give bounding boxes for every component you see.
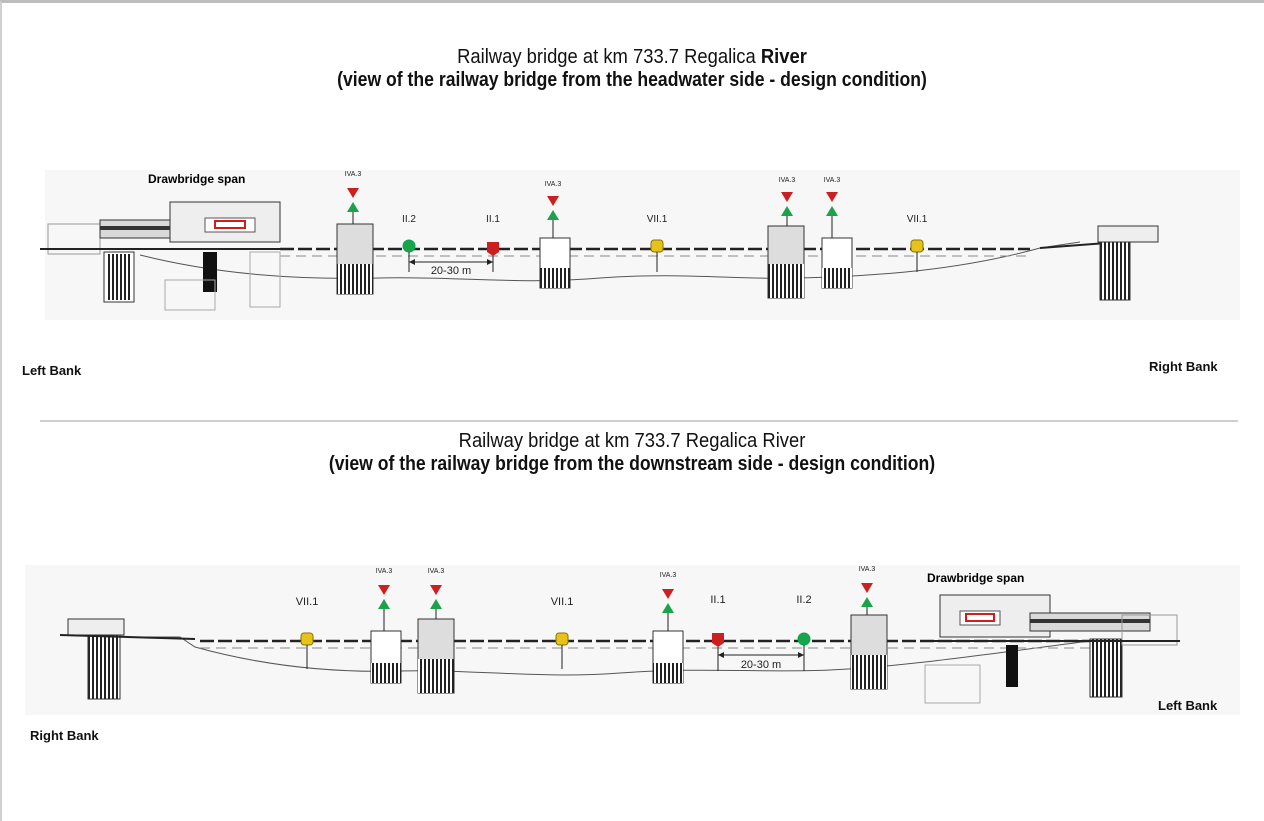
top-buoy-vii1-1: VII.1 xyxy=(647,214,668,272)
svg-text:20-30 m: 20-30 m xyxy=(431,265,471,277)
bottom-sign-iva3-4: IVA.3 xyxy=(859,566,876,615)
bottom-right-bank-abutment xyxy=(59,618,196,700)
top-sign-iva3-4: IVA.3 xyxy=(824,177,841,238)
top-sign-iva3-1: IVA.3 xyxy=(345,171,362,224)
bottom-buoy-ii2: II.2 xyxy=(796,594,812,671)
bottom-buoy-vii1-1: VII.1 xyxy=(296,596,319,669)
top-left-bank-label: Left Bank xyxy=(22,363,82,378)
top-title-line2: (view of the railway bridge from the hea… xyxy=(337,69,927,91)
bottom-pier-2 xyxy=(417,618,455,694)
svg-text:II.1: II.1 xyxy=(486,214,500,225)
bottom-river-bed xyxy=(120,636,1091,676)
top-bridge-diagram: IVA.3 IVA.3 IVA.3 IVA.3 II.2 II.1 2 xyxy=(40,170,1240,320)
bottom-buoy-ii1: II.1 xyxy=(710,594,726,671)
top-title-text: Railway bridge at km 733.7 Regalica xyxy=(457,46,761,68)
svg-text:II.1: II.1 xyxy=(710,594,725,606)
svg-text:IVA.3: IVA.3 xyxy=(824,177,841,184)
svg-text:IVA.3: IVA.3 xyxy=(345,171,362,178)
bottom-sign-iva3-1: IVA.3 xyxy=(376,568,393,631)
svg-text:VII.1: VII.1 xyxy=(647,214,668,225)
top-title-river: River xyxy=(760,46,807,68)
panel-divider xyxy=(40,420,1238,422)
svg-text:IVA.3: IVA.3 xyxy=(428,568,445,575)
svg-text:VII.1: VII.1 xyxy=(296,596,319,608)
svg-text:VII.1: VII.1 xyxy=(907,214,928,225)
svg-text:II.2: II.2 xyxy=(796,594,811,606)
bottom-title-line1: Railway bridge at km 733.7 Regalica Rive… xyxy=(458,430,806,452)
svg-text:IVA.3: IVA.3 xyxy=(779,177,796,184)
svg-text:VII.1: VII.1 xyxy=(551,596,574,608)
bottom-left-bank-label: Left Bank xyxy=(1158,698,1218,713)
top-pier-4 xyxy=(821,237,853,289)
svg-text:IVA.3: IVA.3 xyxy=(660,572,677,579)
bottom-sign-iva3-3: IVA.3 xyxy=(660,572,677,631)
bottom-pier-4 xyxy=(850,614,888,690)
top-sign-iva3-3: IVA.3 xyxy=(779,177,796,226)
bottom-pier-1 xyxy=(370,630,402,684)
svg-text:20-30 m: 20-30 m xyxy=(741,659,781,671)
bottom-drawbridge-label: Drawbridge span xyxy=(927,571,1025,585)
bottom-drawbridge-span xyxy=(924,594,1180,704)
top-pier-3 xyxy=(767,225,805,299)
top-distance-marker: 20-30 m xyxy=(409,259,493,277)
top-river-bed xyxy=(139,241,1081,282)
top-pier-1 xyxy=(336,223,374,295)
bottom-bridge-diagram: IVA.3 IVA.3 IVA.3 IVA.3 VII.1 VII.1 II.1 xyxy=(25,565,1240,715)
bottom-sign-iva3-2: IVA.3 xyxy=(428,568,445,619)
svg-text:IVA.3: IVA.3 xyxy=(545,181,562,188)
top-diagram-background xyxy=(45,170,1240,320)
top-title-line1: Railway bridge at km 733.7 Regalica Rive… xyxy=(51,46,1214,69)
bottom-pier-3 xyxy=(652,630,684,684)
bottom-right-bank-label: Right Bank xyxy=(30,728,99,743)
top-sign-iva3-2: IVA.3 xyxy=(545,181,562,238)
svg-text:II.2: II.2 xyxy=(402,214,416,225)
top-drawbridge-label: Drawbridge span xyxy=(148,172,246,186)
top-right-abutment xyxy=(1039,225,1159,301)
bottom-title-line2: (view of the railway bridge from the dow… xyxy=(328,453,936,475)
top-pier-2 xyxy=(539,237,571,289)
top-buoy-vii1-2: VII.1 xyxy=(907,214,928,272)
svg-text:IVA.3: IVA.3 xyxy=(859,566,876,573)
top-drawbridge-span xyxy=(40,201,285,311)
bottom-distance-marker: 20-30 m xyxy=(718,652,804,671)
bottom-buoy-vii1-2: VII.1 xyxy=(551,596,574,669)
top-right-bank-label: Right Bank xyxy=(1149,359,1218,374)
svg-text:IVA.3: IVA.3 xyxy=(376,568,393,575)
top-buoy-ii1: II.1 xyxy=(486,214,500,272)
